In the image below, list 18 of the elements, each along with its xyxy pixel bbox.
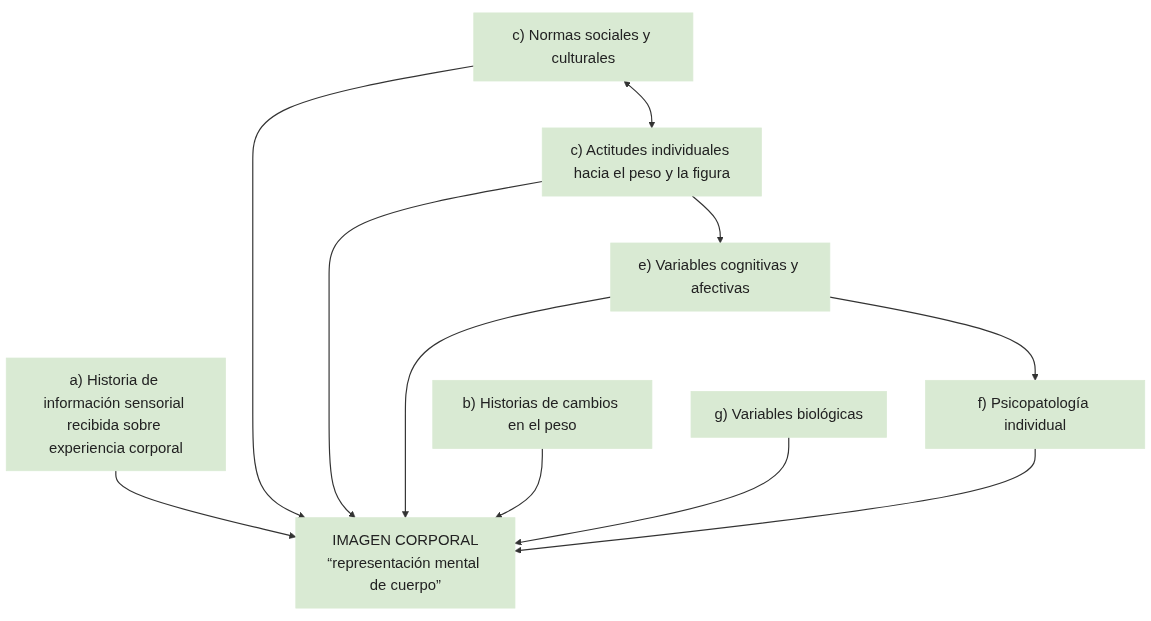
arrow [401, 296, 612, 518]
node-box: IMAGEN CORPORAL “representación mental de cuerpo” [295, 517, 516, 609]
arrow [623, 80, 656, 129]
node-box: c) Normas sociales y culturales [473, 12, 694, 82]
node-box: g) Variables biológicas [690, 391, 887, 438]
arrow [495, 447, 543, 518]
arrow [328, 180, 543, 518]
arrow [115, 470, 297, 539]
arrow [829, 296, 1039, 381]
arrow [514, 436, 790, 546]
node-box: c) Actitudes individuales hacia el peso y la figura [541, 127, 762, 197]
arrow [252, 65, 475, 519]
arrow [691, 195, 724, 244]
node-box: b) Historias de cambios en el peso [432, 379, 653, 449]
node-box: f) Psicopatología individual [925, 379, 1146, 449]
node-box: a) Historia de información sensorial recibida sobre experiencia corporal [5, 357, 226, 472]
node-box: e) Variables cognitivas y afectivas [610, 242, 831, 312]
arrow [514, 447, 1036, 554]
